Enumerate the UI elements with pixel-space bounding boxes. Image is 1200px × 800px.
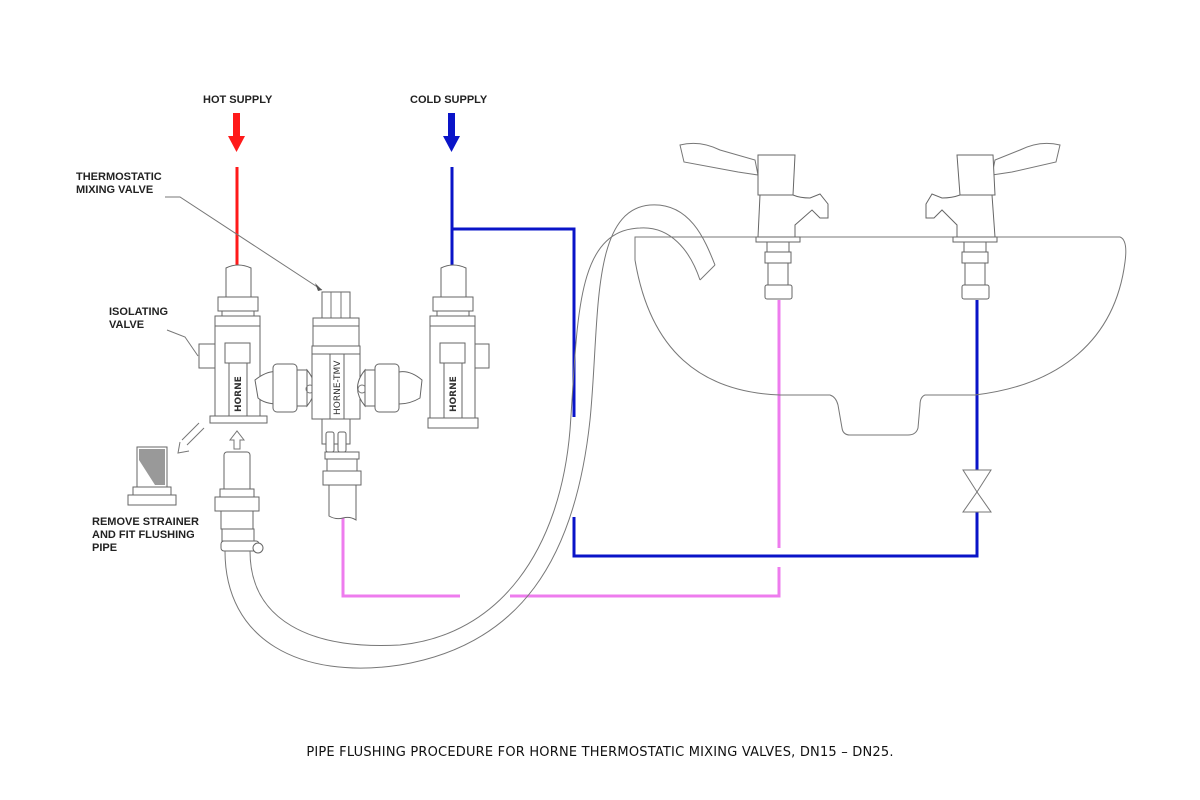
hot-isolating-valve: HORNE xyxy=(198,264,268,424)
hot-supply-label: HOT SUPPLY xyxy=(203,94,273,106)
cold-supply-arrow xyxy=(443,113,460,152)
removal-arrow xyxy=(177,422,205,454)
cold-supply-pipe xyxy=(450,167,979,558)
right-valve-marking: HORNE xyxy=(449,376,459,412)
cold-isolating-valve: HORNE xyxy=(427,264,490,429)
tmv-leader-line xyxy=(165,196,323,291)
flushing-hose xyxy=(224,204,716,669)
tmv-marking: HORNE-TMV xyxy=(333,360,343,415)
isolating-valve-leader-line xyxy=(166,329,199,357)
flushing-pipe-fitting xyxy=(214,451,264,554)
hot-supply-arrow xyxy=(228,113,245,152)
cold-inlet-connector xyxy=(357,363,423,413)
cold-tap xyxy=(925,142,1061,300)
thermostatic-mixing-valve: HORNE-TMV xyxy=(311,291,362,521)
diagram-caption: PIPE FLUSHING PROCEDURE FOR HORNE THERMO… xyxy=(306,745,894,760)
tmv-label: THERMOSTATIC MIXING VALVE xyxy=(76,171,162,196)
hot-inlet-connector xyxy=(254,363,315,413)
remove-strainer-label: REMOVE STRAINER AND FIT FLUSHING PIPE xyxy=(92,516,199,554)
mixed-tap xyxy=(679,142,829,300)
insertion-arrow xyxy=(228,430,246,450)
cold-line-isolation-valve-symbol xyxy=(962,469,992,513)
wash-basin xyxy=(634,236,1127,436)
isolating-valve-label: ISOLATING VALVE xyxy=(109,306,169,331)
cold-supply-label: COLD SUPPLY xyxy=(410,94,488,106)
mixed-outlet-pipe xyxy=(341,300,781,598)
left-valve-marking: HORNE xyxy=(234,376,244,412)
strainer xyxy=(127,446,177,506)
